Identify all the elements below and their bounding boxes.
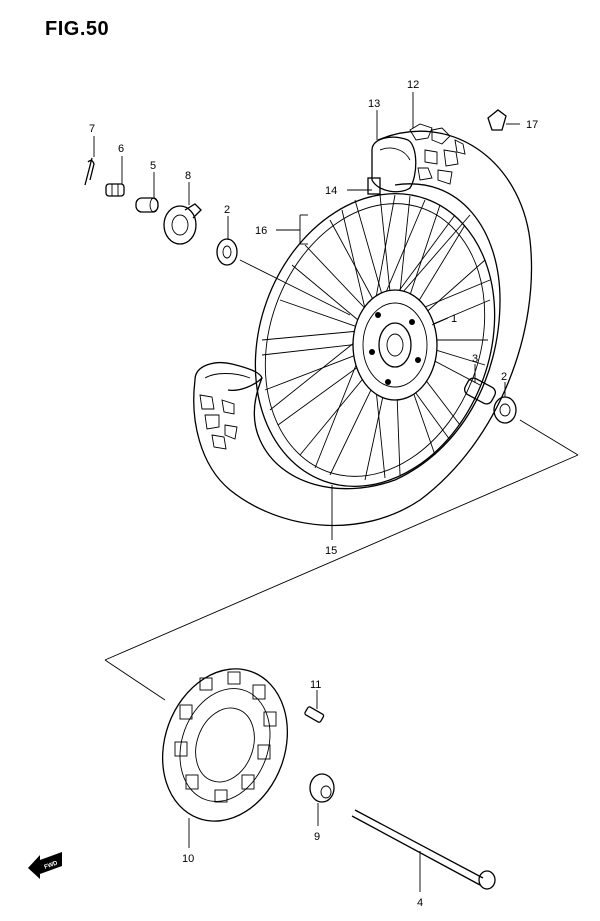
part-label-3: 3 bbox=[472, 353, 478, 365]
axle-nut bbox=[105, 183, 125, 197]
part-label-9: 9 bbox=[314, 831, 320, 843]
part-label-2-left: 2 bbox=[224, 204, 230, 216]
part-label-7: 7 bbox=[89, 123, 95, 135]
part-label-11: 11 bbox=[310, 679, 321, 691]
part-label-17: 17 bbox=[526, 119, 538, 131]
front-axle bbox=[351, 809, 496, 890]
part-label-8: 8 bbox=[185, 170, 191, 182]
valve bbox=[367, 177, 381, 195]
part-label-12: 12 bbox=[407, 79, 419, 91]
part-label-1: 1 bbox=[451, 313, 457, 325]
fwd-arrow: FWD bbox=[28, 852, 62, 879]
part-label-10: 10 bbox=[182, 853, 194, 865]
spacer bbox=[135, 197, 159, 213]
figure-title: FIG.50 bbox=[45, 18, 110, 40]
tube-section bbox=[371, 136, 417, 193]
part-label-15: 15 bbox=[325, 545, 337, 557]
hub bbox=[352, 289, 438, 401]
part-label-4: 4 bbox=[417, 897, 423, 909]
rim bbox=[254, 193, 496, 487]
part-label-16: 16 bbox=[255, 225, 267, 237]
part-label-5: 5 bbox=[150, 160, 156, 172]
part-labels: 12 13 17 14 7 6 5 8 2 16 1 3 2 15 11 9 1… bbox=[89, 79, 538, 909]
leader-lines bbox=[93, 92, 520, 892]
axle-collar bbox=[309, 773, 335, 803]
tire bbox=[193, 123, 533, 527]
cotter-pin bbox=[84, 157, 95, 186]
assembly-lines bbox=[104, 259, 579, 701]
part-label-2-right: 2 bbox=[501, 371, 507, 383]
balance-weight bbox=[487, 109, 507, 131]
bearing-right bbox=[493, 396, 517, 424]
collar bbox=[463, 377, 497, 405]
part-label-13: 13 bbox=[368, 98, 380, 110]
speedometer-gearbox bbox=[163, 203, 202, 245]
part-label-6: 6 bbox=[118, 143, 124, 155]
part-label-14: 14 bbox=[325, 185, 337, 197]
brake-disc bbox=[161, 668, 289, 822]
bearing-left bbox=[216, 238, 238, 266]
disc-bolt bbox=[304, 706, 325, 723]
fwd-label: FWD bbox=[44, 860, 60, 871]
